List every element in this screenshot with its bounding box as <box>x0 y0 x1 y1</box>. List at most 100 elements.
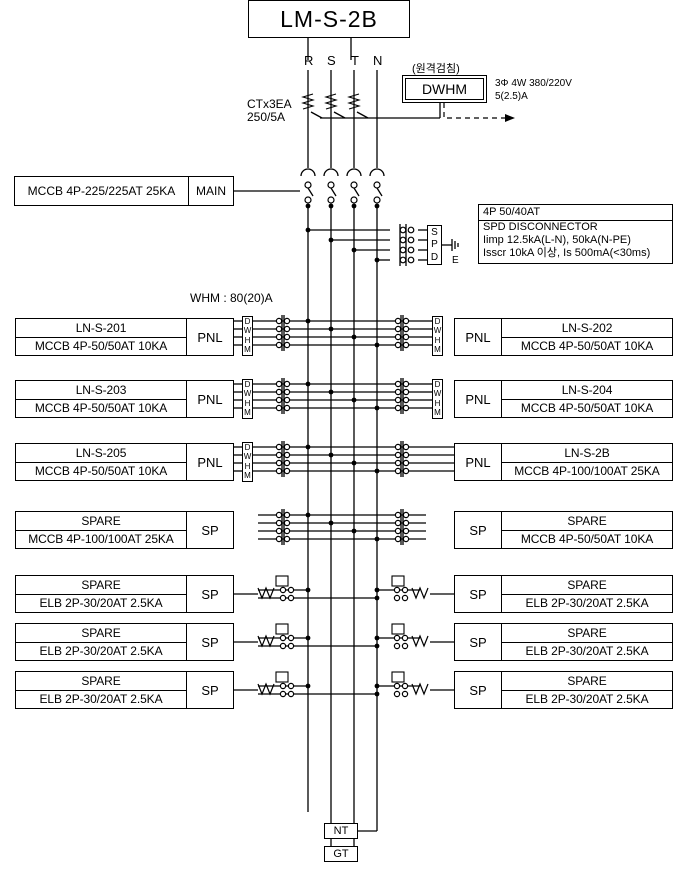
feeder-breaker-spec: ELB 2P-30/20AT 2.5KA <box>39 644 163 659</box>
dwhm-letter: H <box>434 335 441 345</box>
contact-circle <box>287 682 295 690</box>
contact-circle <box>393 682 401 690</box>
feeder-name: SPARE <box>502 576 672 595</box>
breaker-arc <box>369 168 385 177</box>
feeder-name: LN-S-205 <box>16 444 186 463</box>
contact-circle <box>283 380 291 388</box>
neutral-terminal: NT <box>324 823 358 839</box>
contact-circle <box>393 594 401 602</box>
contact-circle <box>283 443 291 451</box>
contact-circle <box>394 317 402 325</box>
feeder-breaker-spec: ELB 2P-30/20AT 2.5KA <box>525 596 649 611</box>
junction-dot <box>374 587 380 593</box>
elb-test-box <box>275 623 289 635</box>
contact-circle <box>275 388 283 396</box>
dwhm-label: DWHM <box>421 81 468 97</box>
dwhm-letter: D <box>244 379 251 389</box>
feeder-type-label: PNL <box>455 444 502 480</box>
contact-circle <box>275 317 283 325</box>
contact-circle <box>304 196 312 204</box>
dwhm-letter: H <box>244 461 251 471</box>
contact-circle <box>407 246 415 254</box>
contact-circle <box>287 634 295 642</box>
contact-circle <box>275 333 283 341</box>
contact-circle <box>399 226 407 234</box>
feeder-name: SPARE <box>502 624 672 643</box>
feeder-type-label: SP <box>455 512 502 548</box>
contact-circle <box>350 181 358 189</box>
contact-circle <box>283 519 291 527</box>
ct-symbol <box>347 93 361 110</box>
junction-dot <box>328 452 334 458</box>
contact-circle <box>407 256 415 264</box>
contact-circle <box>401 682 409 690</box>
ground-terminal: GT <box>324 846 358 862</box>
feeder-name: LN-S-201 <box>16 319 186 338</box>
contact-circle <box>394 467 402 475</box>
contact-circle <box>304 181 312 189</box>
feeder-type-label: PNL <box>186 444 233 480</box>
feeder-name: LN-S-203 <box>16 381 186 400</box>
contact-circle <box>275 325 283 333</box>
junction-dot <box>305 381 311 387</box>
feeder-type-label: SP <box>455 624 502 660</box>
contact-circle <box>394 380 402 388</box>
contact-circle <box>394 511 402 519</box>
junction-dot <box>351 397 357 403</box>
contact-circle <box>399 256 407 264</box>
elb-test-box <box>275 671 289 683</box>
contact-circle <box>393 586 401 594</box>
elb-trip-symbol <box>411 586 429 600</box>
contact-circle <box>283 535 291 543</box>
contact-circle <box>402 459 410 467</box>
junction-dot <box>328 520 334 526</box>
ct-label: CTx3EA <box>247 97 292 111</box>
spd-device: S P D <box>427 225 442 265</box>
junction-dot <box>305 587 311 593</box>
feeder-name: SPARE <box>16 512 186 531</box>
feeder-breaker-spec: MCCB 4P-50/50AT 10KA <box>34 339 168 354</box>
feeder-type-label: PNL <box>455 319 502 355</box>
title-box: LM-S-2B <box>248 0 410 38</box>
feeder-breaker-spec: MCCB 4P-100/100AT 25KA <box>514 464 660 479</box>
contact-circle <box>394 519 402 527</box>
remote-metering-note: (원격검침) <box>412 63 460 75</box>
spd-letter: S <box>431 226 438 238</box>
contact-circle <box>275 443 283 451</box>
main-breaker-spec: MCCB 4P-225/225AT 25KA <box>27 184 176 198</box>
nt-label: NT <box>333 825 349 837</box>
dwhm-letter: M <box>244 408 251 418</box>
dwhm-letter: W <box>243 389 252 399</box>
meter-spec: 3Φ 4W 380/220V <box>495 78 572 89</box>
feeder-breaker-spec: MCCB 4P-50/50AT 10KA <box>520 401 654 416</box>
feeder-name: SPARE <box>16 672 186 691</box>
ct-symbol <box>324 93 338 110</box>
feeder-name: SPARE <box>16 624 186 643</box>
contact-circle <box>275 451 283 459</box>
contact-circle <box>402 404 410 412</box>
dwhm-meter: DWHM <box>402 75 487 103</box>
junction-dot <box>374 643 380 649</box>
feeder-breaker-spec: MCCB 4P-50/50AT 10KA <box>520 339 654 354</box>
contact-circle <box>275 519 283 527</box>
contact-circle <box>407 236 415 244</box>
contact-circle <box>394 527 402 535</box>
contact-circle <box>283 451 291 459</box>
dwhm-letter: H <box>434 398 441 408</box>
contact-circle <box>283 333 291 341</box>
earth-label: E <box>452 255 459 266</box>
spd-letter: P <box>431 239 438 251</box>
dwhm-letter: W <box>243 326 252 336</box>
dwhm-letter: W <box>243 452 252 462</box>
dwhm-letter: D <box>434 379 441 389</box>
contact-circle <box>394 443 402 451</box>
elb-trip-symbol <box>257 586 275 600</box>
contact-circle <box>393 642 401 650</box>
dwhm-letter: M <box>244 345 251 355</box>
feeder-type-label: SP <box>455 576 502 612</box>
contact-circle <box>402 511 410 519</box>
